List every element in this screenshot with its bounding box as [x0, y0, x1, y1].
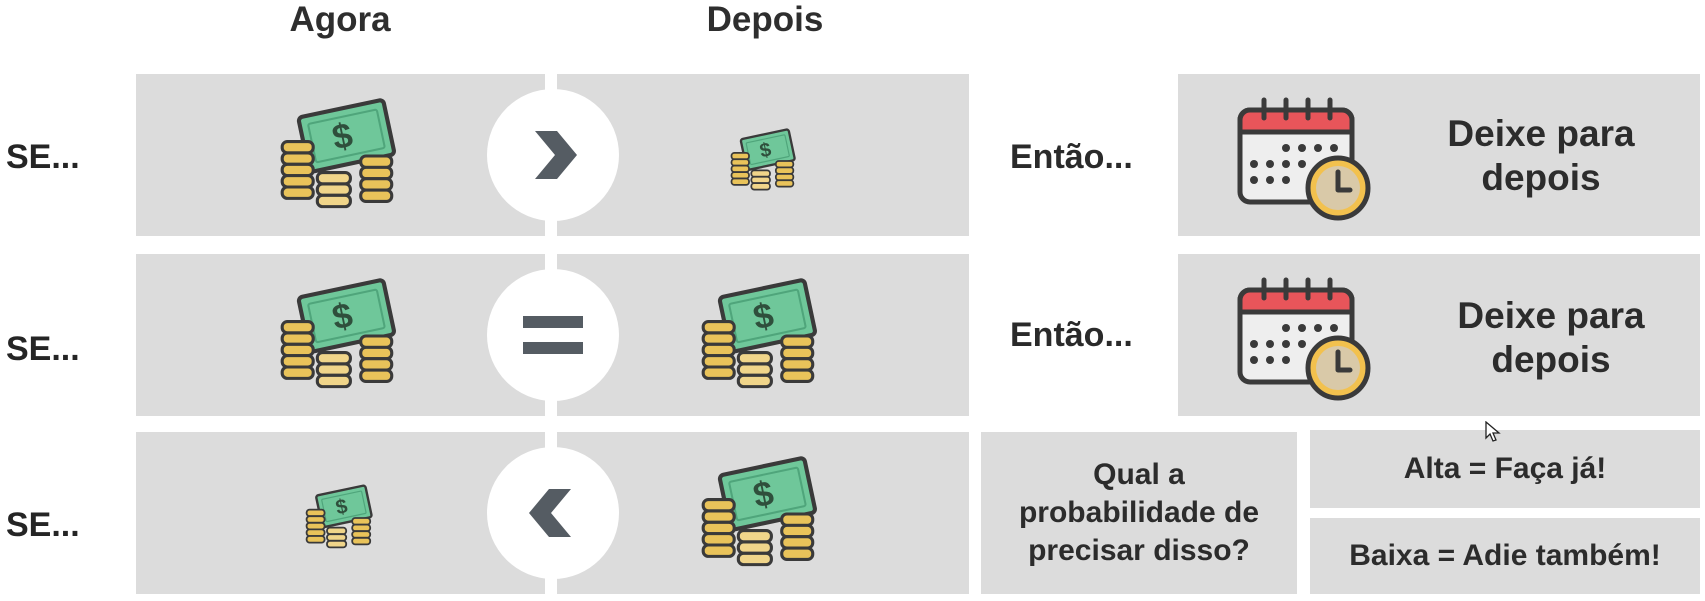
row-2-result-line2: depois: [1491, 339, 1611, 380]
header-now: Agora: [289, 0, 391, 39]
row-3-condition: SE...: [6, 506, 80, 544]
header-later: Depois: [706, 0, 824, 39]
chevron-right-icon: [535, 131, 577, 179]
answer-low-box: Baixa = Adie também!: [1310, 518, 1700, 594]
row-1-condition: SE...: [6, 138, 80, 176]
question-line1: Qual a: [1093, 458, 1185, 491]
row-2-result: Deixe para depois: [1408, 294, 1694, 382]
row-3-now-panel: [136, 432, 545, 594]
row-1-result-panel: Deixe para depois: [1178, 74, 1700, 236]
chevron-left-icon: [529, 489, 571, 537]
question-line3: precisar disso?: [1028, 534, 1250, 567]
mouse-cursor-icon: [1485, 421, 1501, 442]
question-box: Qual a probabilidade de precisar disso?: [981, 432, 1297, 594]
row-2-result-line1: Deixe para: [1457, 295, 1645, 336]
answer-high: Alta = Faça já!: [1403, 452, 1607, 485]
question-line2: probabilidade de: [1018, 496, 1260, 529]
equals-icon: [523, 316, 583, 354]
money-icon: [276, 274, 400, 398]
row-1-result-line2: depois: [1481, 157, 1601, 198]
row-2-operator: [487, 269, 619, 401]
row-1-operator: [487, 89, 619, 221]
money-icon: [303, 482, 375, 554]
row-1-result: Deixe para depois: [1398, 112, 1684, 200]
row-1-result-line1: Deixe para: [1447, 113, 1635, 154]
money-icon: [697, 274, 821, 398]
row-2-condition: SE...: [6, 330, 80, 368]
row-2-consequence: Então...: [1010, 316, 1133, 354]
answer-low: Baixa = Adie também!: [1349, 539, 1661, 572]
row-2-later-panel: [557, 254, 969, 416]
row-2-result-panel: Deixe para depois: [1178, 254, 1700, 416]
row-3-later-panel: [557, 432, 969, 594]
money-icon: [276, 94, 400, 218]
money-icon: [728, 126, 798, 196]
row-1-later-panel: [557, 74, 969, 236]
calendar-clock-icon: [1234, 276, 1374, 406]
row-3-operator: [487, 447, 619, 579]
row-1-consequence: Então...: [1010, 138, 1133, 176]
row-1-now-panel: [136, 74, 545, 236]
calendar-clock-icon: [1234, 96, 1374, 226]
row-2-now-panel: [136, 254, 545, 416]
answer-high-box: Alta = Faça já!: [1310, 430, 1700, 508]
money-icon: [697, 452, 821, 576]
